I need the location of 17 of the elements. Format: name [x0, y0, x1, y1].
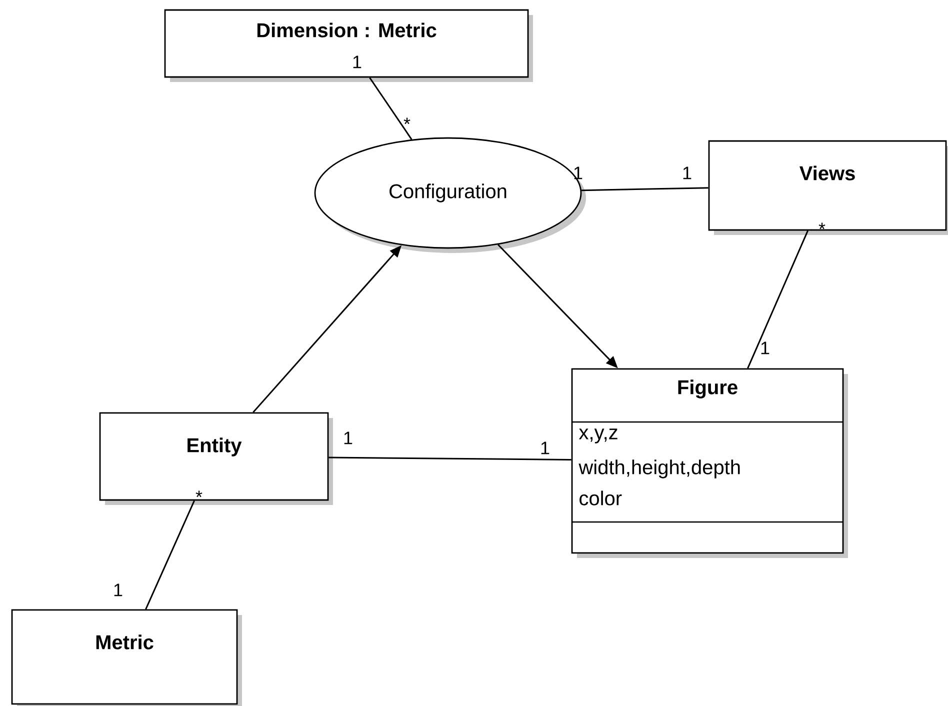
association-line	[582, 187, 708, 192]
association-line	[369, 77, 412, 140]
multiplicity-label: 1	[574, 166, 582, 180]
multiplicity-label: 1	[683, 166, 692, 180]
class-box: Figure x,y,z width,height,depth color	[571, 368, 848, 558]
class-box: Metric	[11, 609, 242, 706]
multiplicity-label: 1	[114, 584, 122, 596]
association-line	[328, 456, 572, 460]
multiplicity-label: 1	[344, 432, 352, 444]
multiplicity-label: *	[196, 490, 202, 498]
multiplicity-label: *	[818, 222, 826, 230]
multiplicity-label: 1	[761, 342, 770, 354]
multiplicity-label: *	[404, 118, 410, 124]
association-line	[747, 230, 808, 369]
multiplicity-label: 1	[353, 56, 362, 68]
association-line	[145, 500, 195, 610]
multiplicity-label: 1	[541, 442, 550, 454]
